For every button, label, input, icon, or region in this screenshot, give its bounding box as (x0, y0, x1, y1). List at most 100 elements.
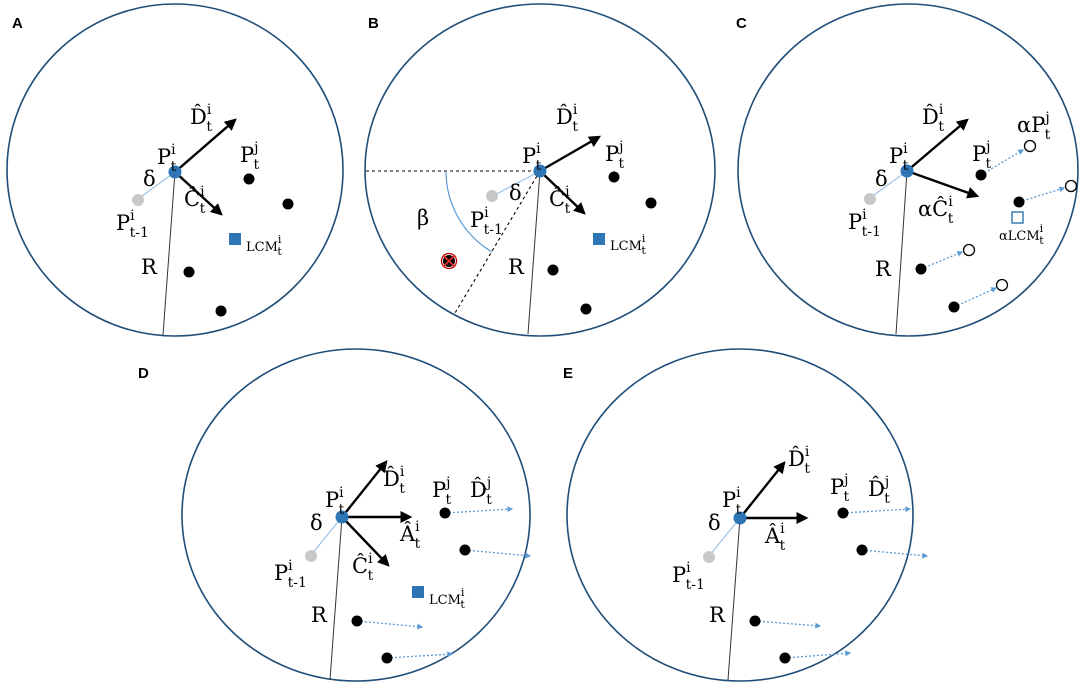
focal-individual-dot (168, 165, 182, 179)
neighbor-dot (580, 303, 592, 315)
scaled-lcm-square (1011, 211, 1024, 224)
direction-arrow (906, 118, 969, 172)
delta-segment (137, 171, 176, 200)
scaling-arrow (953, 287, 998, 308)
neighbor-dot (243, 173, 255, 185)
delta-label: δ (310, 511, 323, 535)
perception-circle (364, 3, 716, 337)
beta-label: β (417, 206, 429, 230)
neighbor-dot (608, 171, 620, 183)
neighbor-dot (749, 615, 761, 627)
neighbor-dot (215, 305, 227, 317)
radius-line (727, 517, 741, 681)
heading-arrow (784, 650, 852, 659)
previous-position-dot (864, 193, 876, 205)
direction-arrow (341, 460, 388, 518)
perception-circle (6, 3, 344, 337)
delta-segment (492, 170, 541, 197)
direction-arrow (174, 118, 237, 173)
panel-d-letter: D (138, 365, 149, 382)
delta-label: δ (875, 167, 888, 191)
neighbor-dot (381, 652, 393, 664)
radius-line (329, 516, 343, 681)
neighbor-dot (975, 169, 987, 181)
neighbor-dot (948, 301, 960, 313)
direction-arrow (739, 461, 786, 519)
direction-arrow (539, 135, 602, 173)
neighbor-dot (645, 197, 657, 209)
perception-circle (566, 348, 914, 682)
heading-arrow (842, 506, 912, 514)
heading-arrow (444, 506, 514, 514)
neighbor-dot (459, 544, 471, 556)
heading-arrow (861, 549, 929, 559)
blind-zone-boundary (454, 170, 541, 314)
beta-arc (445, 170, 493, 253)
radius-line (895, 170, 908, 335)
previous-position-dot (703, 551, 715, 563)
previous-position-dot (486, 190, 498, 202)
neighbor-dot (351, 615, 363, 627)
radius-label: R (875, 257, 892, 281)
panel-e-letter: E (563, 365, 573, 382)
lcm-square (412, 586, 424, 598)
delta-label: δ (143, 167, 156, 191)
delta-segment (869, 170, 908, 199)
scaling-arrow (1018, 186, 1066, 203)
neighbor-dot (183, 266, 195, 278)
radius-line (162, 171, 176, 336)
scaling-arrow (980, 149, 1025, 176)
radius-label: R (311, 603, 328, 627)
heading-arrow (754, 620, 822, 629)
delta-segment (708, 517, 741, 557)
radius-label: R (141, 255, 158, 279)
excluded-neighbor-icon (440, 252, 458, 270)
neighbor-dot (282, 198, 294, 210)
focal-individual-dot (900, 164, 914, 178)
neighbor-dot (915, 263, 927, 275)
neighbor-dot (547, 264, 559, 276)
panel-b-letter: B (368, 15, 379, 32)
previous-position-dot (305, 550, 317, 562)
delta-label: δ (509, 181, 522, 205)
focal-individual-dot (335, 510, 349, 524)
neighbor-dot (1013, 196, 1025, 208)
neighbor-dot (439, 507, 451, 519)
scaled-cohesion-arrow (906, 169, 980, 199)
neighbor-dot (779, 652, 791, 664)
perception-circle (181, 348, 531, 682)
